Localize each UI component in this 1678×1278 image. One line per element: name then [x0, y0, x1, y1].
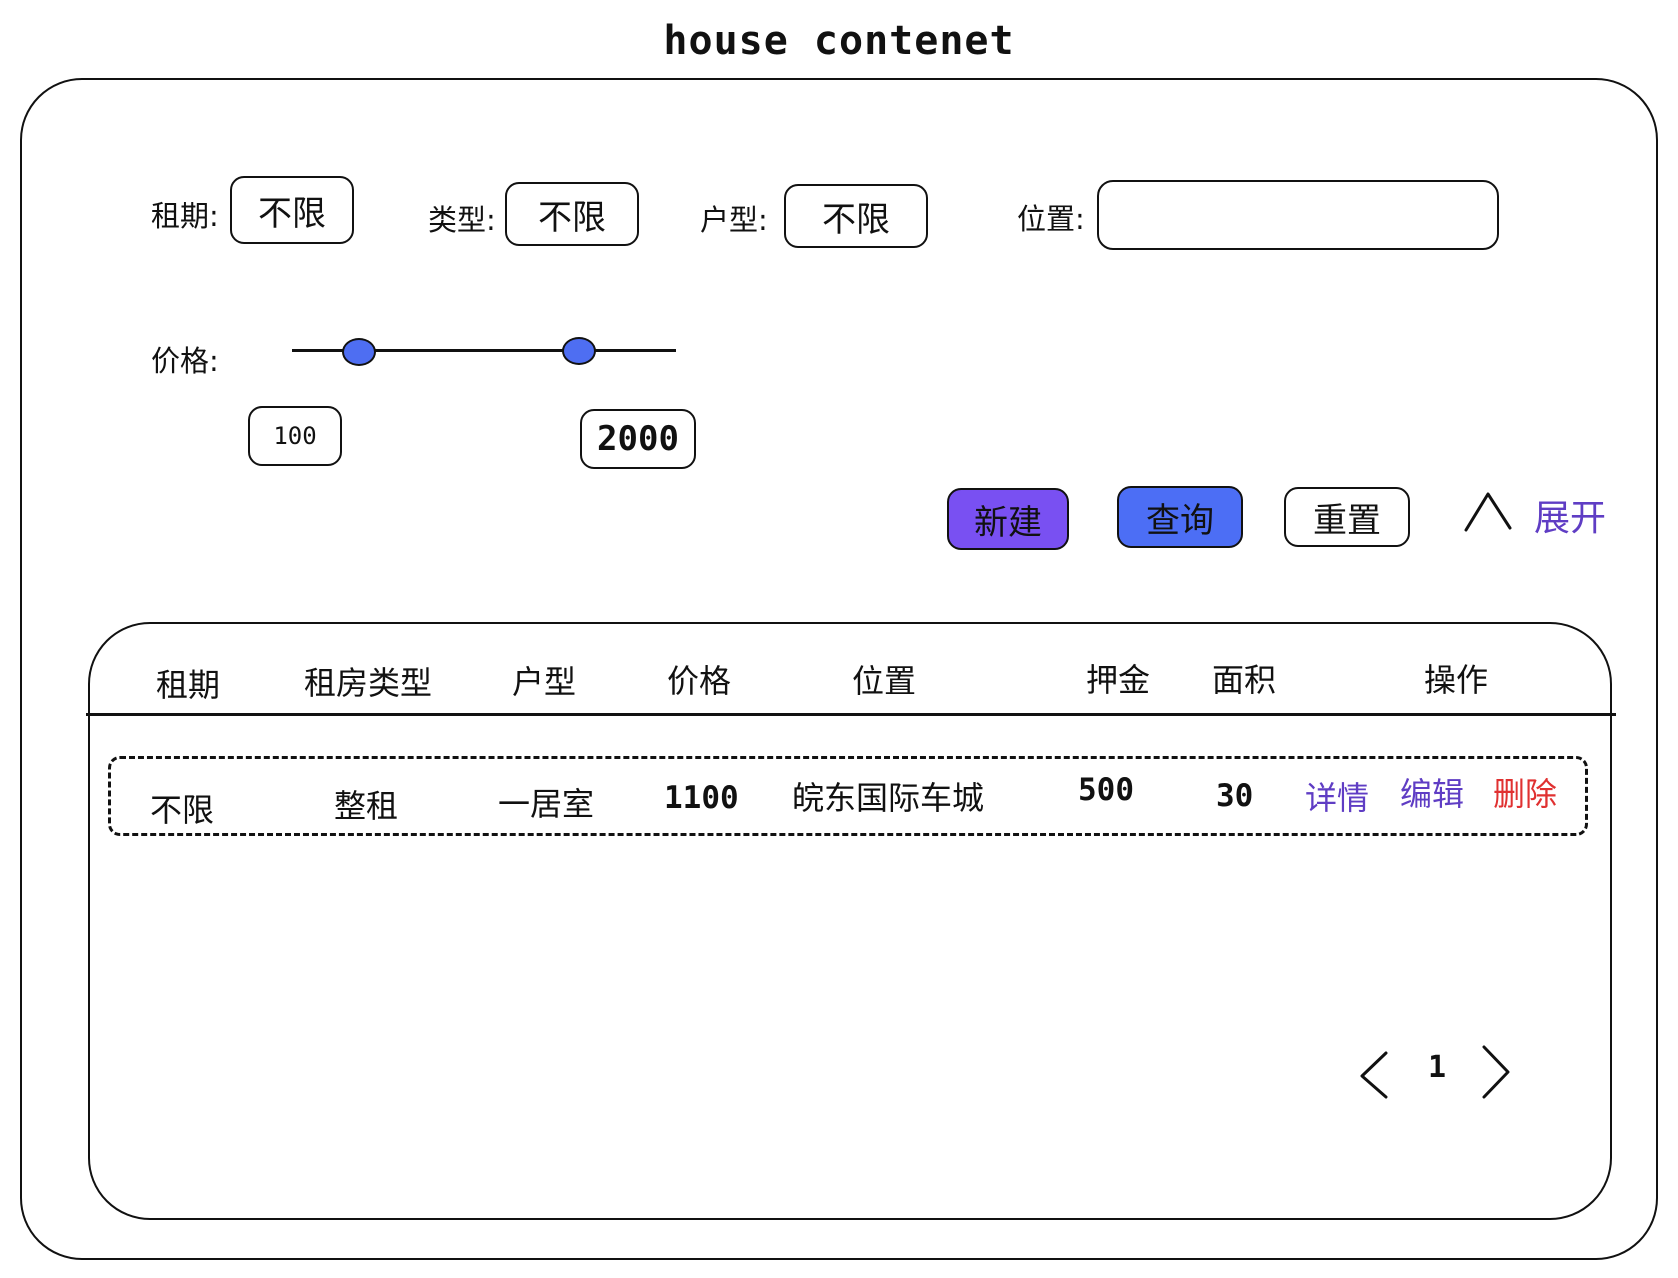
query-button[interactable]: 查询 — [1117, 486, 1243, 548]
delete-link[interactable]: 删除 — [1493, 775, 1558, 813]
column-header-rent-type: 租房类型 — [304, 664, 433, 702]
cell-rent-type: 整租 — [334, 787, 399, 825]
results-table — [88, 622, 1612, 1220]
cell-location: 皖东国际车城 — [792, 779, 985, 817]
price-max-value[interactable]: 2000 — [580, 409, 696, 469]
price-min-handle[interactable] — [342, 338, 376, 366]
cell-price: 1100 — [664, 780, 739, 816]
location-input[interactable] — [1097, 180, 1499, 250]
edit-link[interactable]: 编辑 — [1400, 775, 1465, 813]
column-header-price: 价格 — [667, 662, 732, 700]
cell-layout: 一居室 — [498, 785, 595, 823]
table-row[interactable] — [108, 756, 1588, 836]
rent-period-label: 租期: — [151, 199, 219, 233]
pagination-current-page[interactable]: 1 — [1428, 1050, 1447, 1085]
page-title: house contenet — [663, 18, 1015, 64]
window-frame — [20, 78, 1658, 1260]
location-label: 位置: — [1017, 202, 1085, 236]
column-header-location: 位置 — [852, 662, 917, 700]
cell-area: 30 — [1216, 778, 1254, 814]
column-header-rent-period: 租期 — [156, 666, 221, 704]
cell-deposit: 500 — [1078, 772, 1134, 808]
chevron-right-icon[interactable] — [1480, 1044, 1512, 1100]
price-min-value[interactable]: 100 — [248, 406, 342, 466]
table-header-divider — [86, 713, 1616, 716]
column-header-deposit: 押金 — [1086, 661, 1151, 699]
column-header-operations: 操作 — [1424, 661, 1489, 699]
detail-link[interactable]: 详情 — [1305, 779, 1370, 817]
type-select[interactable]: 不限 — [505, 182, 639, 246]
rent-period-select[interactable]: 不限 — [230, 176, 354, 244]
cell-rent-period: 不限 — [150, 791, 215, 829]
price-label: 价格: — [151, 344, 219, 378]
price-max-handle[interactable] — [562, 337, 596, 365]
layout-label: 户型: — [700, 203, 768, 237]
price-slider-track[interactable] — [292, 349, 676, 352]
column-header-area: 面积 — [1212, 661, 1277, 699]
type-label: 类型: — [428, 203, 496, 237]
column-header-layout: 户型 — [512, 663, 577, 701]
reset-button[interactable]: 重置 — [1284, 487, 1410, 547]
layout-select[interactable]: 不限 — [784, 184, 928, 248]
new-button[interactable]: 新建 — [947, 488, 1069, 550]
expand-link[interactable]: 展开 — [1534, 498, 1607, 539]
chevron-left-icon[interactable] — [1358, 1050, 1390, 1100]
chevron-up-icon[interactable] — [1464, 488, 1512, 532]
